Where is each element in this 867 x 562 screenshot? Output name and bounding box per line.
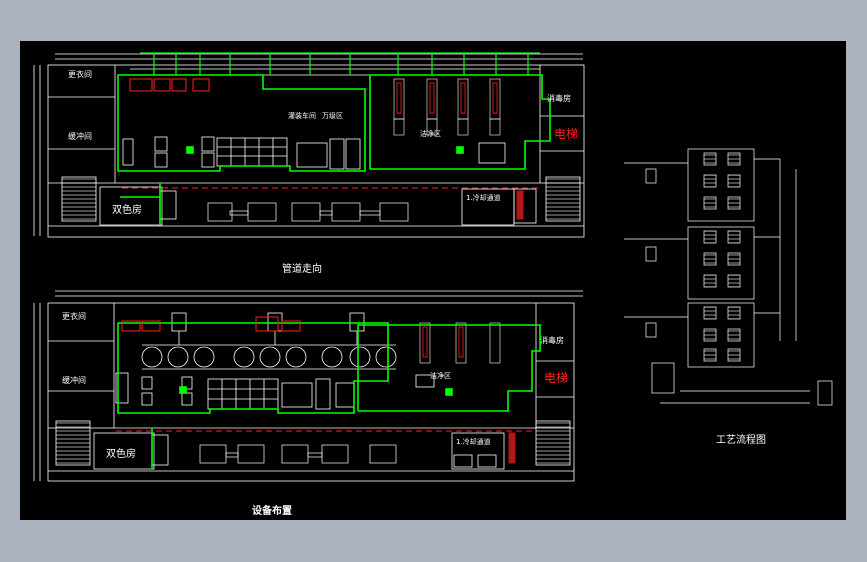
top-area-a-label: 灌装车间 xyxy=(288,112,316,120)
top-room-a-label: 更衣间 xyxy=(68,70,92,79)
top-cooling-channel-label: 1.冷却通道 xyxy=(466,194,501,202)
plan-top xyxy=(33,53,585,238)
cad-drawing xyxy=(33,52,833,482)
plan-top-red-equipment xyxy=(122,78,540,220)
top-sterile-room-label: 消毒房 xyxy=(547,94,571,103)
bottom-dual-color-room-label: 双色房 xyxy=(106,449,136,460)
top-area-b-label: 万级区 xyxy=(322,112,343,120)
plan-bottom xyxy=(33,290,583,482)
top-room-b-label: 缓冲间 xyxy=(68,132,92,141)
plan-bottom-red-equipment xyxy=(116,316,532,464)
bottom-sterile-room-label: 消毒房 xyxy=(540,336,564,345)
bottom-elevator-label: 电梯 xyxy=(544,371,569,385)
plan-top-clean-zones xyxy=(117,52,551,225)
bottom-room-b-label: 缓冲间 xyxy=(62,376,86,385)
plan-bottom-clean-zones xyxy=(117,322,541,469)
bottom-room-a-label: 更衣间 xyxy=(62,312,86,321)
top-plan-title: 管道走向 xyxy=(282,264,322,275)
process-flow-diagram xyxy=(624,148,833,406)
bottom-area-c-label: 洁净区 xyxy=(430,372,451,380)
top-area-c-label: 洁净区 xyxy=(420,130,441,138)
cad-drawing-canvas[interactable]: 更衣间 缓冲间 双色房 电梯 消毒房 灌装车间 万级区 洁净区 1.冷却通道 管… xyxy=(20,41,846,520)
process-flow-title: 工艺流程图 xyxy=(716,435,766,446)
bottom-cooling-channel-label: 1.冷却通道 xyxy=(456,438,491,446)
bottom-plan-title: 设备布置 xyxy=(252,506,292,517)
top-elevator-label: 电梯 xyxy=(554,127,579,141)
top-dual-color-room-label: 双色房 xyxy=(112,205,142,216)
